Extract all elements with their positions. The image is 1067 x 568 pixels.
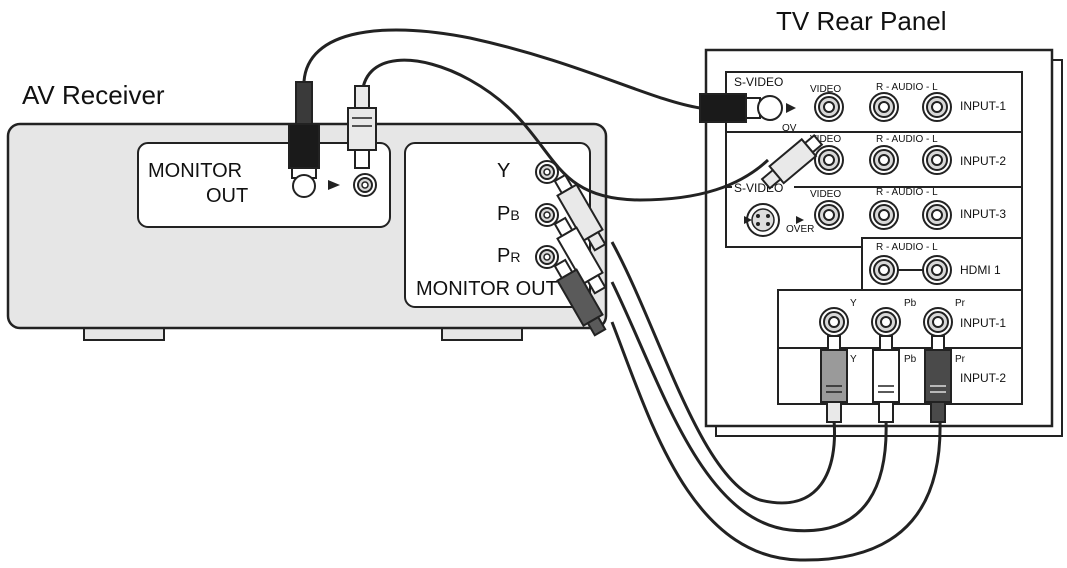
tv-comp1-pr-jack xyxy=(923,307,953,337)
receiver-svideo-plug xyxy=(288,81,320,198)
tv-video-label-1: VIDEO xyxy=(810,84,841,95)
receiver-y-label: Y xyxy=(497,160,510,182)
tv-comp2-pb-label: Pb xyxy=(904,354,917,365)
cables xyxy=(302,28,942,562)
tv-audio-label-3: R - AUDIO - L xyxy=(876,187,938,198)
tv-over-label-1: OV xyxy=(782,123,797,134)
arrow-icon xyxy=(328,180,340,190)
tv-comp1-y-jack xyxy=(819,307,849,337)
tv-comp1-pb-label: Pb xyxy=(904,298,917,309)
tv-comp1-pr-label: Pr xyxy=(955,298,966,309)
tv-comp-pr-plug xyxy=(924,335,952,423)
receiver-component-monitor-out-label: MONITOR OUT xyxy=(416,278,558,300)
receiver-pr-label: PR xyxy=(497,245,520,267)
arrow-icon xyxy=(796,216,804,224)
tv-comp-input2-label: INPUT-2 xyxy=(960,371,1006,385)
tv-comp2-y-label: Y xyxy=(850,354,857,365)
tv-svideo-plug xyxy=(699,93,796,123)
receiver-composite-plug xyxy=(347,85,377,169)
component-pr-cable xyxy=(610,321,942,562)
tv-hdmi-audio-r-jack xyxy=(869,255,899,285)
tv-audio-r-jack-1 xyxy=(869,92,899,122)
tv-video-label-3: VIDEO xyxy=(810,189,841,200)
tv-audio-l-jack-3 xyxy=(922,200,952,230)
tv-comp-input1-label: INPUT-1 xyxy=(960,316,1006,330)
receiver-monitor-out-label-line2: OUT xyxy=(206,185,248,207)
tv-video-jack-2 xyxy=(814,145,844,175)
tv-audio-r-jack-2 xyxy=(869,145,899,175)
tv-hdmi-audio-label: R - AUDIO - L xyxy=(876,242,938,253)
tv-input1-label: INPUT-1 xyxy=(960,99,1006,113)
receiver-pr-jack xyxy=(535,245,559,269)
receiver-pb-plug xyxy=(553,216,607,295)
av-receiver: MONITOR OUT Y PB PR MONITOR OUT xyxy=(6,122,608,341)
receiver-pb-jack xyxy=(535,203,559,227)
tv-input3-label: INPUT-3 xyxy=(960,207,1006,221)
tv-svideo-jack-3 xyxy=(746,203,780,237)
tv-video-jack-1 xyxy=(814,92,844,122)
receiver-video-out-jack xyxy=(353,173,377,197)
tv-audio-r-jack-3 xyxy=(869,200,899,230)
tv-input2-label: INPUT-2 xyxy=(960,154,1006,168)
svideo-cable xyxy=(302,28,701,110)
component-y-cable xyxy=(610,241,837,505)
tv-over-label-3: OVER xyxy=(786,224,814,235)
tv-svideo-label-1: S-VIDEO xyxy=(734,75,783,89)
tv-audio-l-jack-2 xyxy=(922,145,952,175)
component-pb-cable xyxy=(610,281,888,533)
tv-audio-l-jack-1 xyxy=(922,92,952,122)
tv-audio-label-2: R - AUDIO - L xyxy=(876,134,938,145)
tv-composite-plug xyxy=(760,133,824,190)
tv-comp-pb-plug xyxy=(872,335,900,423)
tv-video-label-2: VIDEO xyxy=(810,134,841,145)
receiver-y-plug xyxy=(553,173,607,252)
receiver-monitor-out-label-line1: MONITOR xyxy=(148,160,242,182)
receiver-pb-label: PB xyxy=(497,203,520,225)
tv-comp1-pb-jack xyxy=(871,307,901,337)
composite-cable xyxy=(360,58,770,202)
tv-comp-y-plug xyxy=(820,335,848,423)
arrow-icon xyxy=(744,216,752,224)
receiver-monitor-out-panel xyxy=(137,142,391,228)
tv-rear-panel-title: TV Rear Panel xyxy=(776,6,947,36)
tv-audio-label-1: R - AUDIO - L xyxy=(876,82,938,93)
tv-comp2-pr-label: Pr xyxy=(955,354,966,365)
receiver-pr-plug xyxy=(553,258,607,337)
tv-comp1-y-label: Y xyxy=(850,298,857,309)
tv-hdmi-label: HDMI 1 xyxy=(960,263,1001,277)
tv-video-jack-3 xyxy=(814,200,844,230)
tv-hdmi-audio-l-jack xyxy=(922,255,952,285)
av-receiver-title: AV Receiver xyxy=(22,80,165,110)
